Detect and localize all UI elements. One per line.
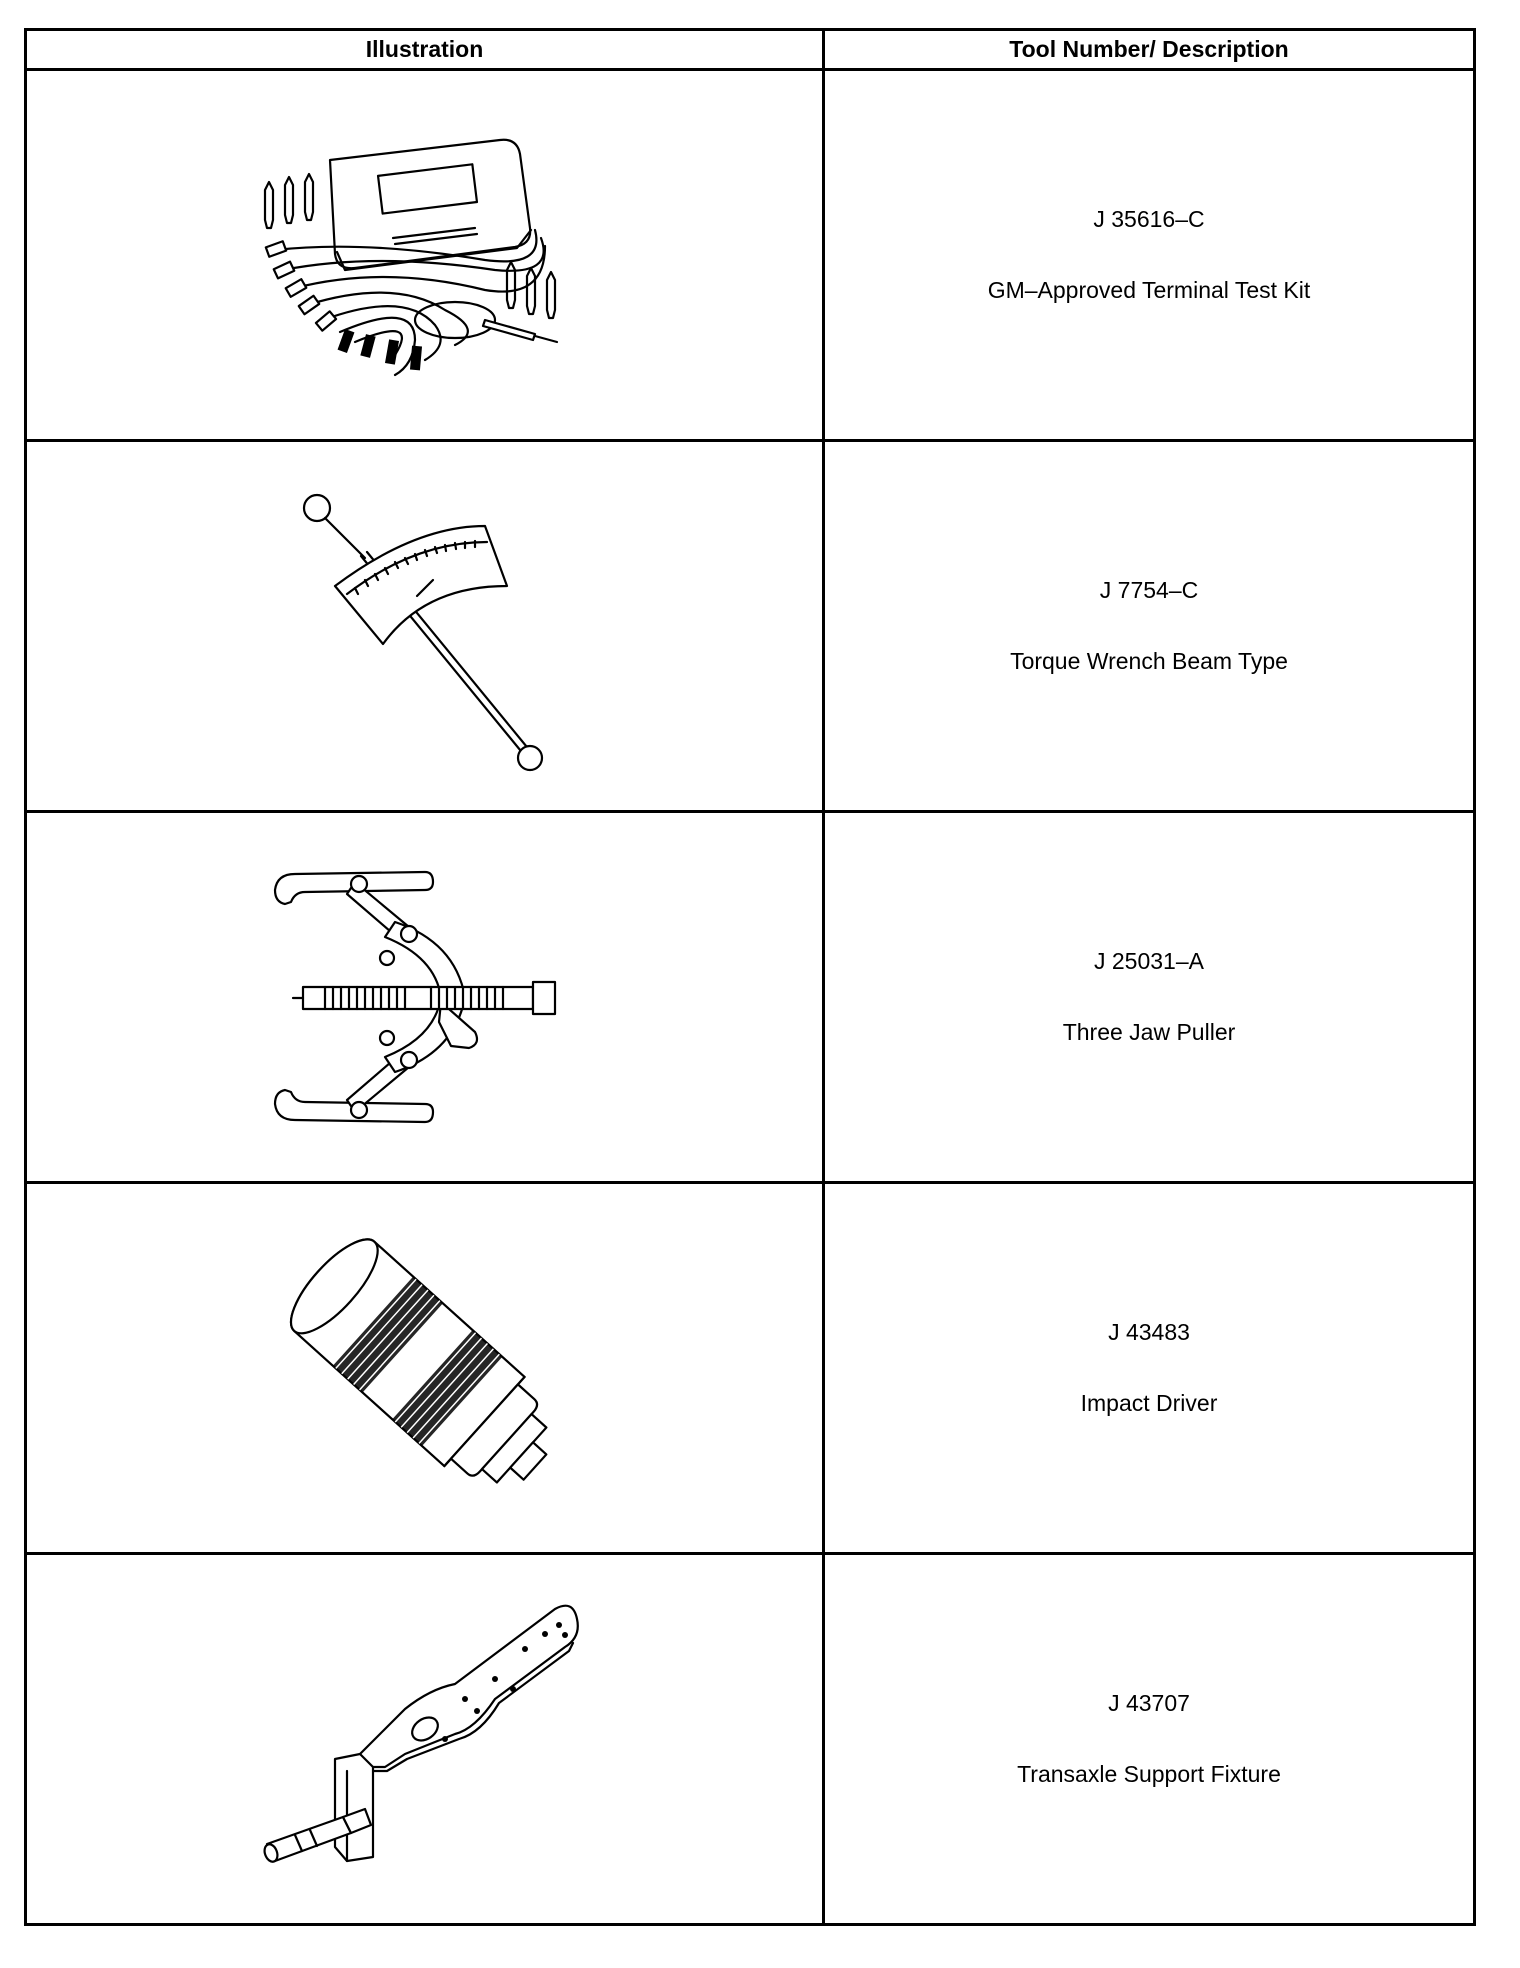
illustration-cell xyxy=(24,810,825,1184)
transaxle-support-fixture-icon xyxy=(262,1604,579,1863)
table-row: J 35616–C GM–Approved Terminal Test Kit xyxy=(24,68,1476,442)
tool-description-cell: J 43483 Impact Driver xyxy=(822,1181,1476,1555)
table-row: J 43483 Impact Driver xyxy=(24,1181,1476,1555)
illustration-cell xyxy=(24,439,825,813)
three-jaw-puller-icon xyxy=(273,870,556,1124)
illustration-cell xyxy=(24,1552,825,1926)
illustration-cell xyxy=(24,1181,825,1555)
illustration-cell xyxy=(24,68,825,442)
table-row: J 43707 Transaxle Support Fixture xyxy=(24,1552,1476,1926)
tool-description-cell: J 25031–A Three Jaw Puller xyxy=(822,810,1476,1184)
tool-number: J 7754–C xyxy=(1099,577,1199,603)
torque-wrench-icon xyxy=(302,493,543,772)
tool-description: Torque Wrench Beam Type xyxy=(1010,648,1288,674)
tool-description-cell: J 35616–C GM–Approved Terminal Test Kit xyxy=(822,68,1476,442)
tool-description: Impact Driver xyxy=(1080,1390,1218,1416)
tool-number: J 25031–A xyxy=(1094,948,1204,974)
header-tool-number-description: Tool Number/ Description xyxy=(822,28,1476,71)
header-illustration: Illustration xyxy=(24,28,825,71)
tool-description: Transaxle Support Fixture xyxy=(1017,1761,1281,1787)
table-row: J 7754–C Torque Wrench Beam Type xyxy=(24,439,1476,813)
terminal-test-kit-icon xyxy=(263,138,558,377)
tool-description: Three Jaw Puller xyxy=(1062,1019,1236,1045)
special-tools-table: Illustration Tool Number/ Description xyxy=(24,28,1476,1926)
impact-driver-icon xyxy=(289,1238,547,1484)
tool-number: J 43483 xyxy=(1108,1319,1190,1345)
table-header-row: Illustration Tool Number/ Description xyxy=(24,28,1476,71)
tool-number: J 43707 xyxy=(1108,1690,1190,1716)
table-row: J 25031–A Three Jaw Puller xyxy=(24,810,1476,1184)
tool-number: J 35616–C xyxy=(1093,206,1205,232)
tool-description-cell: J 7754–C Torque Wrench Beam Type xyxy=(822,439,1476,813)
tool-description-cell: J 43707 Transaxle Support Fixture xyxy=(822,1552,1476,1926)
tool-description: GM–Approved Terminal Test Kit xyxy=(987,277,1311,303)
